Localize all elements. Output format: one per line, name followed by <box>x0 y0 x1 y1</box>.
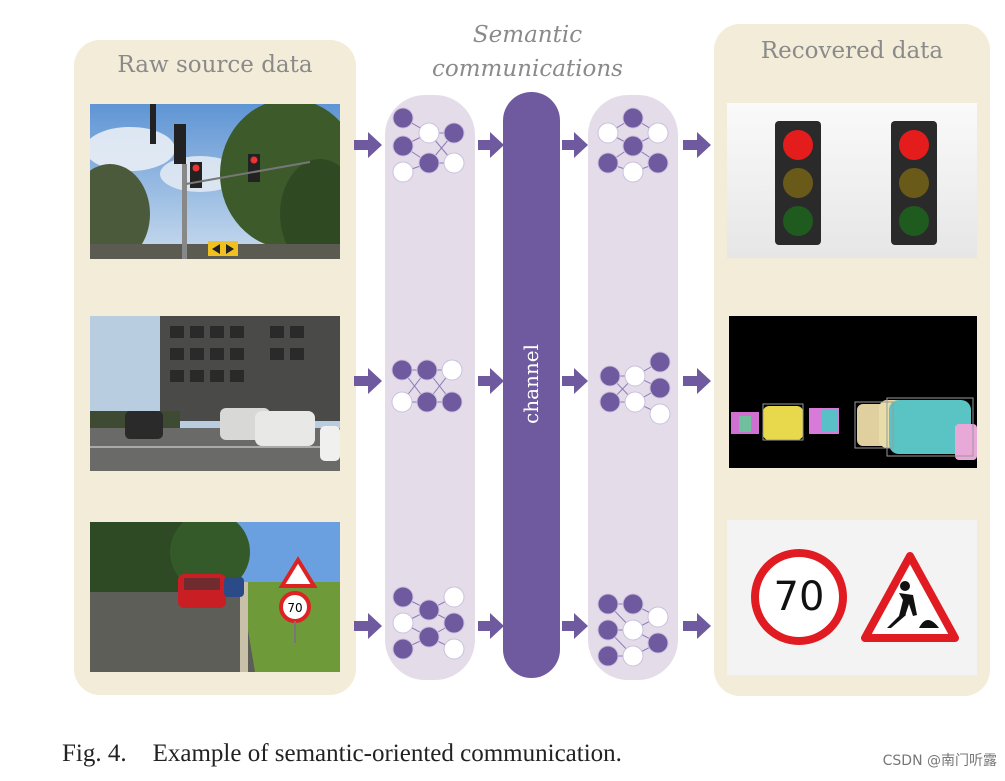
recovered-data-title: Recovered data <box>760 38 944 64</box>
arrow-encoder-to-channel-2 <box>478 368 504 394</box>
encoder-nodes-3 <box>392 586 465 660</box>
semantic-communications-title: Semantic communications <box>395 18 660 86</box>
arrow-channel-to-decoder-3 <box>562 613 588 639</box>
raw-image-city-street <box>90 316 340 471</box>
arrow-raw-to-encoder-1 <box>354 132 382 158</box>
figure-caption-text: Example of semantic-oriented communicati… <box>152 740 622 767</box>
watermark: CSDN @南门听露 <box>882 753 997 769</box>
construction-sign <box>861 552 959 642</box>
arrow-encoder-to-channel-1 <box>478 132 504 158</box>
raw-image-road-signs: 70 <box>90 522 340 672</box>
speed-limit-value: 70 <box>773 574 825 620</box>
decoder-nodes-2 <box>599 351 671 425</box>
svg-text:70: 70 <box>287 601 302 615</box>
arrow-decoder-to-recovered-3 <box>683 613 711 639</box>
channel-bar: channel <box>503 92 560 678</box>
traffic-light-right <box>891 121 937 245</box>
encoder-column <box>385 95 475 680</box>
arrow-raw-to-encoder-3 <box>354 613 382 639</box>
flow-arrows <box>354 132 711 639</box>
figure-caption: Fig. 4. Example of semantic-oriented comm… <box>62 740 622 768</box>
arrow-decoder-to-recovered-1 <box>683 132 711 158</box>
recovered-image-segmentation <box>729 316 977 468</box>
decoder-nodes-3 <box>597 593 669 667</box>
semantic-title-line2: communications <box>432 56 623 82</box>
arrow-raw-to-encoder-2 <box>354 368 382 394</box>
decoder-nodes-1 <box>597 107 669 183</box>
recovered-image-traffic-lights <box>727 103 977 258</box>
arrow-decoder-to-recovered-2 <box>683 368 711 394</box>
speed-limit-sign <box>751 549 847 645</box>
raw-source-title: Raw source data <box>117 52 313 78</box>
traffic-light-left <box>775 121 821 245</box>
raw-image-traffic-lights <box>90 104 340 259</box>
arrow-channel-to-decoder-1 <box>562 132 588 158</box>
figure-number: Fig. 4. <box>62 740 127 767</box>
arrow-channel-to-decoder-2 <box>562 368 588 394</box>
encoder-nodes-2 <box>391 359 463 413</box>
encoder-nodes-1 <box>392 107 465 183</box>
recovered-image-road-signs: 70 <box>727 520 977 675</box>
semantic-title-line1: Semantic <box>472 22 583 48</box>
arrow-encoder-to-channel-3 <box>478 613 504 639</box>
